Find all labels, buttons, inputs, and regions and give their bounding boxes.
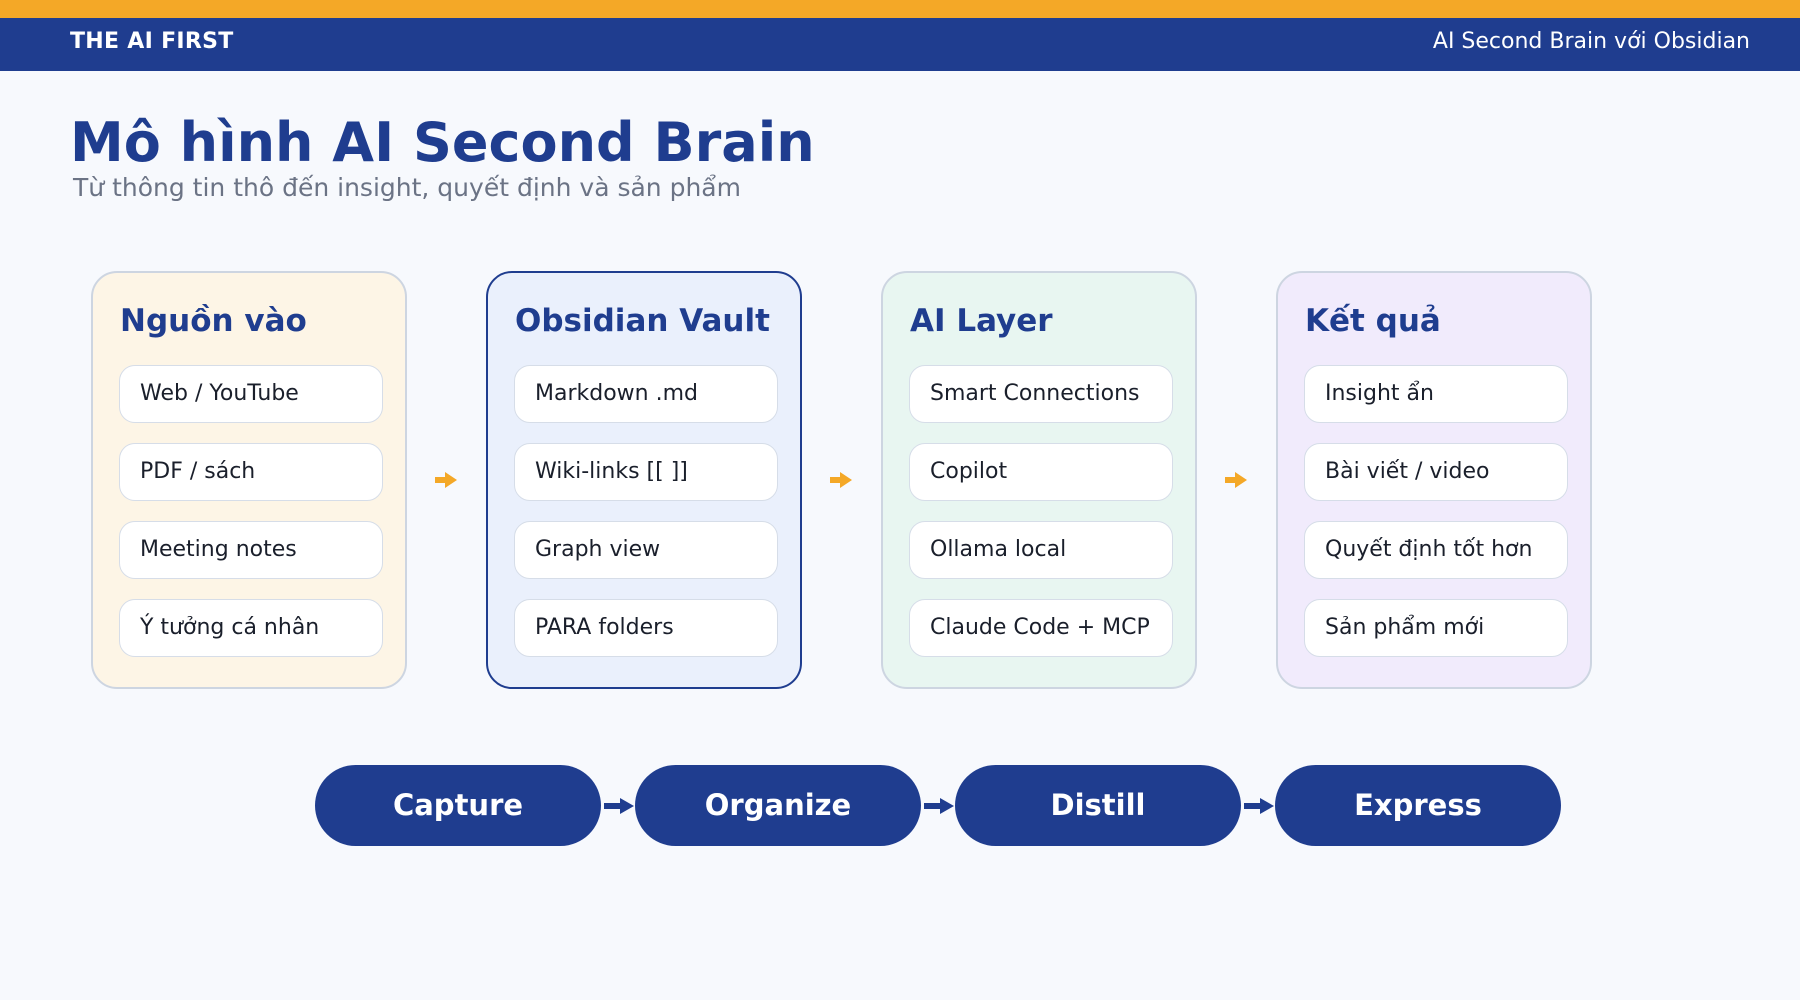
flow-arrow-icon	[1225, 472, 1247, 488]
source-card: Meeting notes	[119, 521, 383, 579]
column-title: AI Layer	[910, 303, 1053, 339]
flow-arrow-icon	[830, 472, 852, 488]
ai-tool-card: Claude Code + MCP	[909, 599, 1173, 657]
step-express: Express	[1275, 765, 1561, 846]
header-bar: THE AI FIRST AI Second Brain với Obsidia…	[0, 18, 1800, 71]
column-title: Kết quả	[1305, 303, 1441, 339]
top-accent-stripe	[0, 0, 1800, 18]
result-card: Insight ẩn	[1304, 365, 1568, 423]
step-arrow-icon	[604, 798, 634, 814]
ai-tool-card: Smart Connections	[909, 365, 1173, 423]
column-results: Kết quả Insight ẩn Bài viết / video Quyế…	[1276, 271, 1592, 689]
column-ai-layer: AI Layer Smart Connections Copilot Ollam…	[881, 271, 1197, 689]
column-title: Obsidian Vault	[515, 303, 770, 339]
brand-label: THE AI FIRST	[70, 29, 234, 54]
column-obsidian-vault: Obsidian Vault Markdown .md Wiki-links […	[486, 271, 802, 689]
slide-title: Mô hình AI Second Brain	[70, 111, 815, 174]
deck-title: AI Second Brain với Obsidian	[1432, 29, 1750, 54]
flow-arrow-icon	[435, 472, 457, 488]
ai-tool-card: Copilot	[909, 443, 1173, 501]
step-arrow-icon	[1244, 798, 1274, 814]
source-card: PDF / sách	[119, 443, 383, 501]
slide-subtitle: Từ thông tin thô đến insight, quyết định…	[73, 173, 741, 202]
vault-card: Markdown .md	[514, 365, 778, 423]
vault-card: PARA folders	[514, 599, 778, 657]
step-arrow-icon	[924, 798, 954, 814]
column-sources: Nguồn vào Web / YouTube PDF / sách Meeti…	[91, 271, 407, 689]
source-card: Web / YouTube	[119, 365, 383, 423]
ai-tool-card: Ollama local	[909, 521, 1173, 579]
column-title: Nguồn vào	[120, 303, 307, 339]
vault-card: Graph view	[514, 521, 778, 579]
step-capture: Capture	[315, 765, 601, 846]
step-organize: Organize	[635, 765, 921, 846]
source-card: Ý tưởng cá nhân	[119, 599, 383, 657]
step-distill: Distill	[955, 765, 1241, 846]
result-card: Sản phẩm mới	[1304, 599, 1568, 657]
vault-card: Wiki-links [[ ]]	[514, 443, 778, 501]
result-card: Bài viết / video	[1304, 443, 1568, 501]
result-card: Quyết định tốt hơn	[1304, 521, 1568, 579]
